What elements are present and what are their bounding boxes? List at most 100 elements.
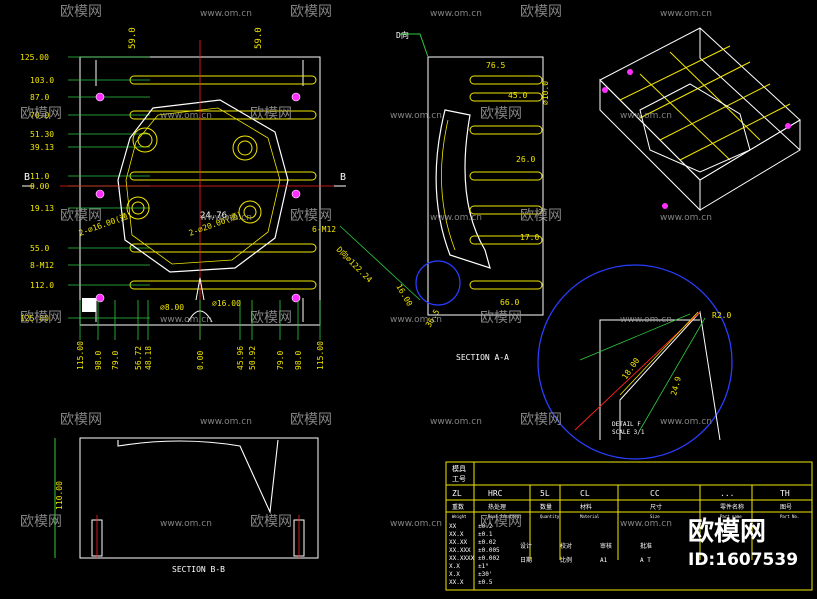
- tolerance-value: ±0.005: [478, 547, 500, 554]
- watermark-brand: 欧模网: [520, 412, 562, 428]
- left-dimension-label: 125.00: [20, 314, 49, 323]
- tolerance-label: XX.X: [449, 531, 464, 538]
- title-block-misc: A1: [600, 557, 608, 564]
- tolerance-value: ±0.002: [478, 555, 500, 562]
- title-block-header-en: Weight: [452, 514, 467, 519]
- bottom-dimension-label: 50.92: [248, 346, 257, 370]
- watermark-url: www.om.cn: [200, 213, 252, 223]
- watermark-brand: 欧模网: [20, 106, 62, 122]
- watermark-brand: 欧模网: [290, 208, 332, 224]
- watermark-id: ID:1607539: [688, 550, 798, 570]
- watermark-url: www.om.cn: [430, 9, 482, 19]
- watermark-brand: 欧模网: [60, 412, 102, 428]
- detail-scale: SCALE 3/1: [612, 429, 645, 436]
- watermark-url: www.om.cn: [620, 519, 672, 529]
- title-block-misc: 比例: [560, 556, 572, 564]
- tolerance-value: ±0.5: [478, 579, 493, 586]
- watermark-url: www.om.cn: [200, 417, 252, 427]
- tolerance-value: ±0.1: [478, 531, 493, 538]
- diameter-16-label: ⌀16.00: [212, 299, 241, 308]
- title-block-header: ZL: [452, 489, 462, 498]
- cavity-outline: [117, 99, 289, 273]
- top-dim-right: 59.0: [254, 27, 264, 49]
- title-block-header-cn: 数量: [540, 503, 552, 511]
- watermark-brand: 欧模网: [480, 514, 522, 530]
- watermark-url: www.om.cn: [620, 111, 672, 121]
- bottom-dimension-label: 115.00: [316, 341, 325, 370]
- title-block-cell: 模具: [452, 464, 466, 473]
- watermark-url: www.om.cn: [620, 315, 672, 325]
- watermark-brand: 欧模网: [60, 4, 102, 20]
- watermark-url: www.om.cn: [660, 417, 712, 427]
- left-dimension-label: 55.0: [30, 244, 49, 253]
- front-view-left-dimensions: 125.00103.087.070.051.3039.1311.00.0019.…: [20, 53, 54, 323]
- title-block-header-en: Part name: [720, 514, 742, 519]
- title-block-header-en: Part No.: [780, 514, 799, 519]
- tolerance-label: XX: [449, 523, 457, 530]
- left-dimension-label: 8-M12: [30, 261, 54, 270]
- detail-length-24: 24.9: [669, 375, 683, 396]
- title-block-header-cn: 热处理: [488, 503, 506, 511]
- bottom-dimension-label: 115.00: [76, 341, 85, 370]
- title-block-header-cn: 尺寸: [650, 503, 662, 511]
- watermark-url: www.om.cn: [390, 519, 442, 529]
- tolerance-label: XX.XXXX: [449, 555, 475, 562]
- tolerance-label: XX.XXX: [449, 547, 471, 554]
- section-a-a-cavity: [435, 109, 491, 269]
- center-dimension: 24.76: [200, 211, 227, 221]
- bottom-dimension-label: 79.0: [276, 351, 285, 370]
- title-block-misc: 设计: [520, 542, 532, 550]
- section-a-a-outline: [427, 56, 544, 316]
- bottom-dimension-label: 0.00: [196, 351, 205, 370]
- thread-hole-symbol: [82, 298, 96, 312]
- section-b-left-letter: B: [24, 172, 30, 183]
- section-b-b-view: 110.00 SECTION B-B: [54, 437, 319, 574]
- title-block-header-cn: 重数: [452, 503, 464, 511]
- tolerance-value: ±0.2: [478, 523, 493, 530]
- watermark-brand: 欧模网: [60, 208, 102, 224]
- angle-label-dir: D向⌀122.24: [335, 244, 375, 284]
- title-block-header: ...: [720, 489, 734, 498]
- cavity-inner-outline: [125, 107, 281, 265]
- title-block-header: CC: [650, 489, 660, 498]
- section-a-a-dimension: 26.0: [516, 155, 535, 164]
- title-block-cell: 工号: [452, 475, 466, 483]
- left-dimension-label: 112.0: [30, 281, 54, 290]
- section-a-a-dimension: 76.5: [486, 61, 505, 70]
- bottom-dimension-label: 98.0: [94, 351, 103, 370]
- watermark-brand: 欧模网: [480, 106, 522, 122]
- watermark-layer: 欧模网 www.om.cn 欧模网 www.om.cn 欧模网 www.om.cn 欧模网 w…: [20, 4, 712, 530]
- section-a-a-top-label: D向: [396, 30, 409, 40]
- title-block-header: CL: [580, 489, 590, 498]
- watermark-brand: 欧模网: [250, 106, 292, 122]
- tolerance-label: XX.XX: [449, 539, 467, 546]
- title-block-misc: 审核: [600, 542, 612, 550]
- angle-label-16: 16.00: [394, 283, 414, 309]
- section-b-b-outline: [79, 437, 319, 559]
- tolerance-value: ±0.02: [478, 539, 496, 546]
- detail-f-marker-circle: [415, 260, 461, 306]
- watermark-brand: 欧模网: [520, 208, 562, 224]
- watermark-brand: 欧模网: [290, 412, 332, 428]
- watermark-brand: 欧模网: [480, 310, 522, 326]
- title-block-header-cn: 材料: [580, 503, 592, 511]
- title-block-header: TH: [780, 489, 790, 498]
- watermark-url: www.om.cn: [160, 111, 212, 121]
- detail-radius-label: R2.0: [712, 311, 731, 320]
- title-block-misc: 日期: [520, 556, 532, 564]
- left-dimension-label: 19.13: [30, 204, 54, 213]
- watermark-url: www.om.cn: [660, 213, 712, 223]
- watermark-url: www.om.cn: [390, 315, 442, 325]
- bottom-dimension-label: 48.18: [144, 346, 153, 370]
- tolerance-value: ±1°: [478, 563, 489, 570]
- left-dimension-label: 39.13: [30, 143, 54, 152]
- detail-f-view: R2.0 18.00 24.9 DETAIL F SCALE 3/1: [537, 264, 733, 460]
- detail-caption: DETAIL F: [612, 421, 641, 428]
- watermark-big-brand: 欧模网: [688, 516, 766, 547]
- title-block-header-cn: 图号: [780, 504, 792, 511]
- section-a-a-dimension: ⌀10.0: [541, 81, 550, 105]
